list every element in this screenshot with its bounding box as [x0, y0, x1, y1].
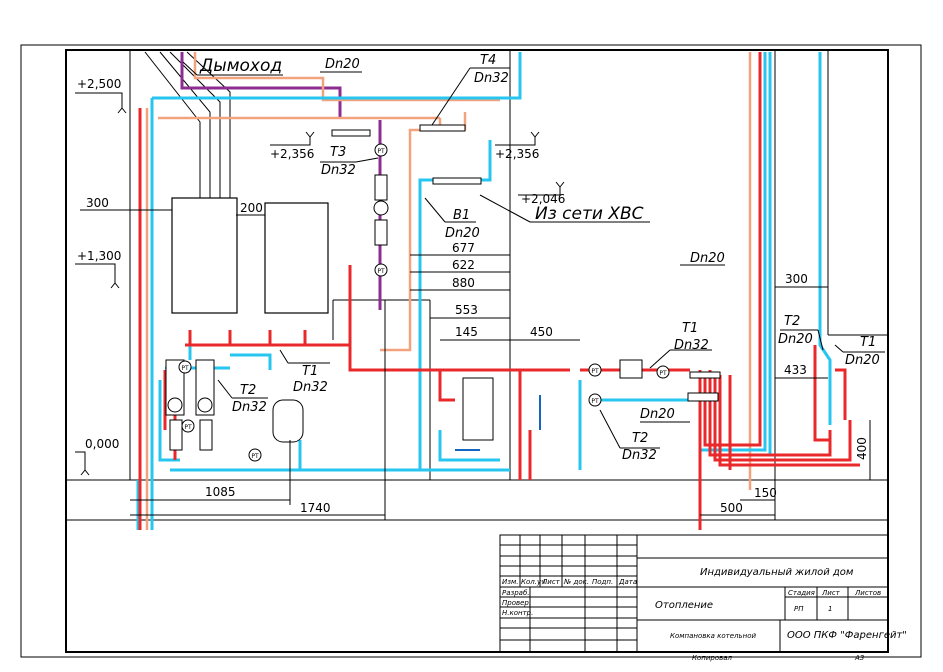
t1-left-dn-label: Dn32: [293, 380, 328, 395]
level-marks: [75, 92, 565, 476]
tb-sheet-header: Лист: [821, 589, 841, 597]
dim-553: 553: [455, 303, 478, 317]
t1-right-label: T1: [860, 335, 876, 350]
hydraulic-separator: [462, 377, 494, 441]
t3-dn-label: Dn32: [321, 163, 356, 178]
dim-433: 433: [784, 363, 807, 377]
b1-dn-label: Dn20: [445, 226, 480, 241]
t2-left-label: T2: [240, 383, 256, 398]
tb-format: А3: [854, 654, 864, 662]
tb-project: Индивидуальный жилой дом: [700, 567, 854, 578]
tb-sheet: 1: [828, 605, 832, 613]
dim-1740: 1740: [300, 501, 331, 515]
t3-label: T3: [330, 145, 346, 160]
tb-section: Отопление: [655, 600, 713, 611]
dim-300-right: 300: [785, 272, 808, 286]
dim-500: 500: [720, 501, 743, 515]
level-2356-left: +2,356: [270, 147, 314, 161]
level-2356-right: +2,356: [495, 147, 539, 161]
title-block: [499, 534, 889, 653]
tb-role-3: Н.контр.: [502, 609, 533, 617]
tb-role-2: Провер.: [502, 599, 531, 607]
manifold-top-left: [331, 124, 721, 402]
t1-left-label: T1: [302, 364, 318, 379]
tb-col-4: № док.: [563, 578, 589, 586]
dim-300-left: 300: [86, 196, 109, 210]
pipe-dn20-right-label: Dn20: [690, 251, 725, 266]
tb-copied: Копировал: [692, 654, 733, 662]
tb-role-1: Разраб.: [502, 589, 530, 597]
t1-right-dn-label: Dn20: [845, 353, 880, 368]
dim-200: 200: [240, 201, 263, 215]
svg-text:PT: PT: [377, 148, 385, 155]
t2-right-dn-label: Dn20: [778, 332, 813, 347]
level-2046: +2,046: [521, 192, 565, 206]
t1-main-label: T1: [682, 321, 698, 336]
dimension-lines: [80, 209, 871, 520]
pressure-gauge-4: PT: [588, 393, 602, 407]
svg-text:PT: PT: [659, 370, 667, 377]
t4-label: T4: [480, 53, 496, 68]
level-1300: +1,300: [77, 249, 121, 263]
svg-text:PT: PT: [251, 453, 259, 460]
svg-text:PT: PT: [184, 424, 192, 431]
b1-label: B1: [453, 208, 470, 223]
svg-text:PT: PT: [377, 268, 385, 275]
t2-left-dn-label: Dn32: [232, 400, 267, 415]
pipes-dark: [455, 395, 541, 451]
expansion-tank: [272, 399, 304, 443]
t1-main-dn-label: Dn32: [674, 338, 709, 353]
t2-right-label: T2: [784, 314, 800, 329]
outer-frame: [20, 44, 922, 658]
tb-col-5: Подп.: [592, 578, 613, 586]
tb-col-1: Изм.: [502, 578, 518, 586]
svg-text:PT: PT: [591, 398, 599, 405]
leader-lines: [182, 61, 885, 449]
svg-text:PT: PT: [181, 365, 189, 372]
dim-677: 677: [452, 241, 475, 255]
svg-text:PT: PT: [591, 368, 599, 375]
dim-1085: 1085: [205, 485, 236, 499]
tb-company: ООО ПКФ "Фаренгейт": [787, 630, 907, 641]
level-2500: +2,500: [77, 77, 121, 91]
dim-400: 400: [855, 437, 869, 460]
tb-drawing: Компановка котельной: [670, 632, 756, 640]
tb-sheets-header: Листов: [854, 589, 881, 597]
tb-col-3: Лист: [541, 578, 561, 586]
dn20-manifold-label: Dn20: [640, 407, 675, 422]
valve-column: [165, 174, 643, 451]
pressure-gauge-3: PT: [588, 363, 602, 377]
tb-stage: РП: [794, 605, 804, 613]
level-0000: 0,000: [85, 437, 119, 451]
pressure-gauge-8: PT: [178, 360, 192, 374]
chimney: [144, 51, 231, 198]
pressure-gauge-5: PT: [656, 365, 670, 379]
pressure-gauge-6: PT: [181, 419, 195, 433]
inner-frame: [65, 49, 889, 653]
tb-stage-header: Стадия: [788, 589, 815, 597]
t4-dn-label: Dn32: [474, 71, 509, 86]
t2-manifold-label: T2: [632, 431, 648, 446]
gas-boiler-second: [264, 202, 329, 314]
gas-boiler-main: [171, 197, 238, 314]
t2-manifold-dn-label: Dn32: [622, 448, 657, 463]
pressure-gauge-1: PT: [374, 143, 388, 157]
tb-col-2: Кол.уч: [521, 578, 545, 586]
dim-880: 880: [452, 276, 475, 290]
dim-145: 145: [455, 325, 478, 339]
cold-water-label: Из сети ХВС: [535, 204, 644, 224]
dim-622: 622: [452, 258, 475, 272]
pipes-supply: [138, 52, 860, 530]
pipe-dn20-top-label: Dn20: [325, 57, 360, 72]
dim-150: 150: [754, 486, 777, 500]
chimney-label: Дымоход: [199, 56, 282, 76]
tb-col-6: Дата: [618, 578, 637, 586]
pressure-gauge-2: PT: [374, 263, 388, 277]
dim-450: 450: [530, 325, 553, 339]
pipes-return: [136, 52, 832, 530]
pressure-gauge-7: PT: [248, 448, 262, 462]
